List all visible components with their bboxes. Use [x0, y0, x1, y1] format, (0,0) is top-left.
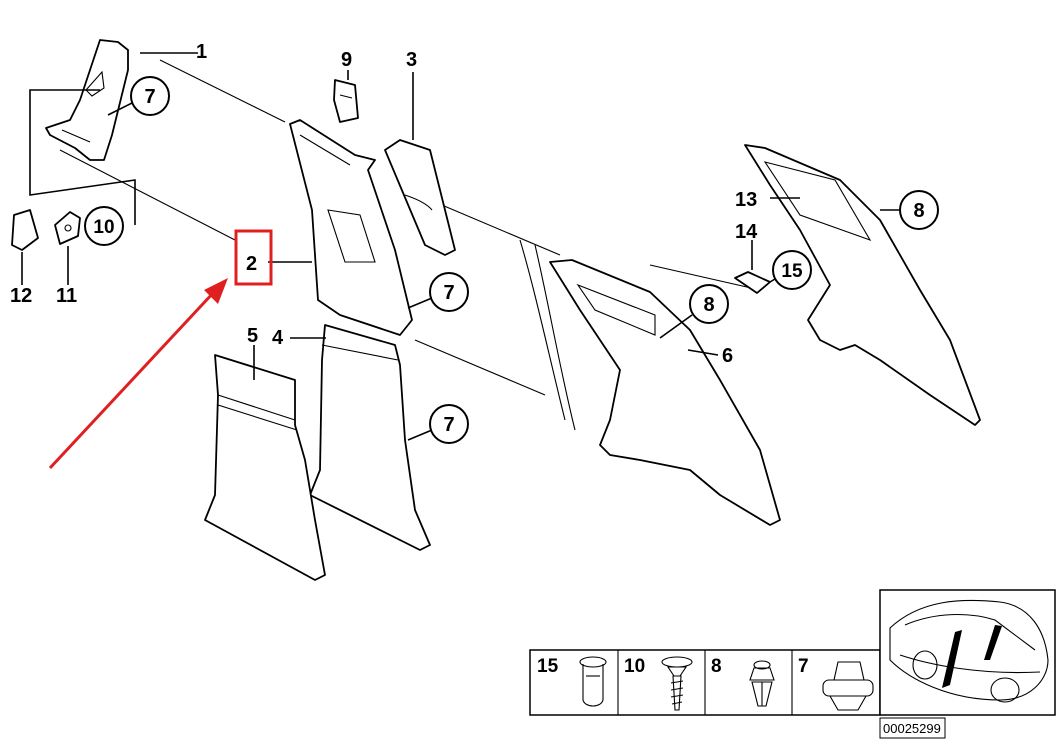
legend-item-15: 15 — [537, 656, 559, 677]
diagram-number: 00025299 — [883, 721, 941, 736]
part-3-cover — [384, 139, 456, 256]
expanding-nut-icon — [579, 656, 607, 707]
callout-11: 11 — [56, 285, 77, 307]
group-bracket — [21, 89, 136, 285]
circled-callouts: 7 10 7 7 8 8 15 — [84, 76, 939, 444]
circle-callout-8-a: 8 — [703, 294, 714, 316]
part-11-bracket — [54, 211, 81, 245]
callout-13: 13 — [735, 189, 757, 211]
red-arrow — [48, 278, 228, 470]
callout-14: 14 — [735, 221, 758, 243]
part-1-a-pillar-trim — [45, 39, 129, 161]
fastener-legend: 15 10 8 7 — [529, 649, 881, 716]
part-12-small-cover — [11, 209, 39, 251]
part-2-b-pillar-upper-trim — [289, 119, 413, 336]
circle-callout-15: 15 — [781, 261, 803, 282]
clip-icon — [822, 661, 874, 711]
reference-lines — [59, 59, 761, 396]
callout-1: 1 — [196, 41, 207, 63]
legend-item-7: 7 — [798, 656, 809, 677]
circle-callout-7-a: 7 — [144, 86, 155, 108]
callout-12: 12 — [10, 285, 32, 307]
callout-2: 2 — [246, 253, 257, 275]
callout-3: 3 — [406, 49, 417, 71]
callout-5: 5 — [247, 325, 258, 347]
highlight-box — [234, 229, 273, 286]
part-14-clip — [734, 271, 771, 294]
callout-4: 4 — [272, 327, 284, 349]
circle-callout-8-b: 8 — [913, 200, 924, 222]
legend-item-8: 8 — [711, 656, 722, 677]
rivet-icon — [749, 660, 775, 707]
circle-callout-7-b: 7 — [443, 282, 454, 304]
car-thumbnail — [879, 589, 1056, 716]
circle-callout-10: 10 — [93, 217, 114, 238]
part-4-b-pillar-lower — [309, 324, 431, 551]
callouts: 1 9 3 2 5 4 6 13 14 12 11 — [10, 41, 758, 367]
callout-9: 9 — [341, 49, 352, 71]
part-6-c-pillar-trim — [519, 239, 781, 526]
legend-item-10: 10 — [624, 656, 645, 677]
part-5-lower-cover — [204, 354, 326, 581]
part-9-clip — [333, 79, 359, 123]
circle-callout-7-c: 7 — [443, 414, 454, 436]
callout-6: 6 — [722, 345, 733, 367]
screw-icon — [661, 656, 693, 711]
